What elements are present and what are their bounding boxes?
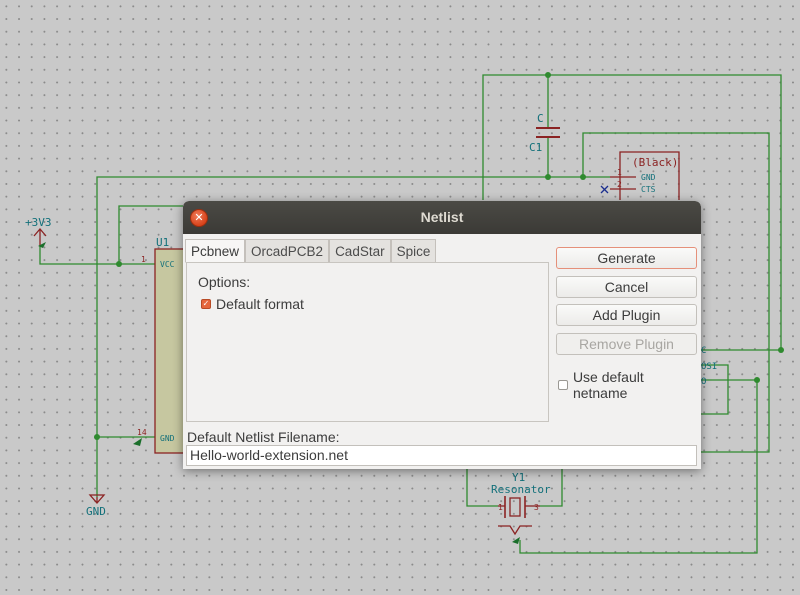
filename-label: Default Netlist Filename: xyxy=(187,429,340,445)
netlist-dialog: ✕ Netlist Pcbnew OrcadPCB2 CadStar Spice… xyxy=(183,201,701,469)
add-plugin-button[interactable]: Add Plugin xyxy=(556,304,697,326)
tab-cadstar[interactable]: CadStar xyxy=(329,239,391,263)
no-connect-icon xyxy=(600,185,609,194)
netlist-format-tabs: Pcbnew OrcadPCB2 CadStar Spice xyxy=(185,239,437,263)
ic-u1[interactable]: U1 VCC GND 1 14 xyxy=(133,236,186,454)
capacitor-c1[interactable]: C C1 xyxy=(529,112,560,154)
u1-pin1-number: 1 xyxy=(141,255,146,264)
dialog-title: Netlist xyxy=(420,209,464,225)
c1-ref: C1 xyxy=(529,141,542,154)
resonator-y1[interactable]: Y1 Resonator 1 3 xyxy=(491,471,551,544)
wires xyxy=(39,74,782,554)
ground-label: GND xyxy=(86,505,106,518)
tab-pcbnew[interactable]: Pcbnew xyxy=(185,239,246,263)
default-format-option[interactable]: ✓ Default format xyxy=(201,296,304,312)
dialog-titlebar[interactable]: ✕ Netlist xyxy=(183,201,701,234)
side-pin-c: C xyxy=(701,346,706,356)
connector-black[interactable]: (Black) 1 2 GND CTS xyxy=(600,151,680,200)
tab-spice[interactable]: Spice xyxy=(390,239,437,263)
ground-symbol[interactable]: GND xyxy=(86,494,106,518)
connector-name: (Black) xyxy=(632,156,678,169)
filename-input[interactable]: Hello-world-extension.net xyxy=(186,445,697,466)
u1-gnd-pin: GND xyxy=(160,434,175,443)
tab-panel-pcbnew: Options: ✓ Default format xyxy=(186,262,549,422)
u1-pin14-number: 14 xyxy=(137,428,147,437)
use-default-netname-label[interactable]: Use default netname xyxy=(572,369,644,401)
power-label: +3V3 xyxy=(25,216,52,229)
default-format-checkbox[interactable]: ✓ xyxy=(201,299,211,309)
y1-value: Resonator xyxy=(491,483,551,496)
connector-pin1: 1 xyxy=(617,168,622,177)
connector-pin2: 2 xyxy=(617,180,622,189)
right-pin-labels: C OSI O xyxy=(701,346,717,387)
cancel-button[interactable]: Cancel xyxy=(556,276,697,298)
close-icon[interactable]: ✕ xyxy=(190,209,208,227)
tab-orcadpcb2[interactable]: OrcadPCB2 xyxy=(245,239,330,263)
side-pin-o: O xyxy=(701,377,706,387)
side-pin-osi: OSI xyxy=(701,362,717,372)
generate-button[interactable]: Generate xyxy=(556,247,697,269)
junctions xyxy=(94,72,784,440)
use-default-netname-checkbox[interactable] xyxy=(558,380,568,390)
power-symbol-3v3[interactable]: +3V3 xyxy=(25,216,52,248)
y1-pin1: 1 xyxy=(498,503,503,512)
use-default-netname-option[interactable]: Use default netname xyxy=(558,369,701,401)
options-label: Options: xyxy=(198,274,251,290)
remove-plugin-button: Remove Plugin xyxy=(556,333,697,355)
y1-pin3: 3 xyxy=(534,503,539,512)
u1-vcc-pin: VCC xyxy=(160,260,175,269)
default-format-label[interactable]: Default format xyxy=(216,296,304,312)
u1-ref: U1 xyxy=(156,236,169,249)
c1-value: C xyxy=(537,112,544,125)
y1-ref: Y1 xyxy=(512,471,525,484)
connector-gnd-pin: GND xyxy=(641,173,656,182)
connector-cts-pin: CTS xyxy=(641,185,656,194)
